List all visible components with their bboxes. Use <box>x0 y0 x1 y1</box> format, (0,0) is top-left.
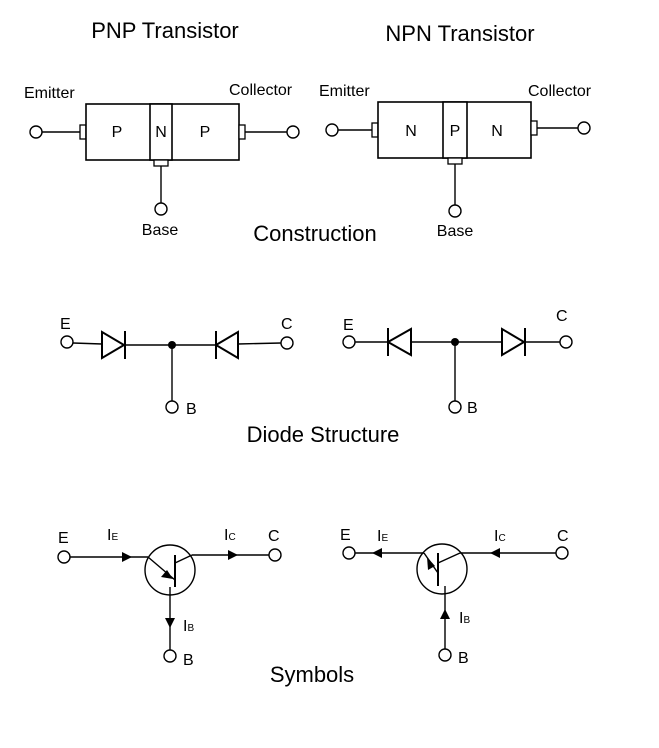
pnp-base-terminal <box>154 202 168 216</box>
npn-diode-c-label: C <box>556 308 568 325</box>
npn-construction-block: Emitter Collector Base N P N <box>319 83 592 240</box>
pnp-region-collector: P <box>200 124 211 141</box>
npn-emitter-label: Emitter <box>319 83 370 100</box>
pnp-symbol-b-label: B <box>183 652 194 669</box>
npn-symbol-c-terminal <box>555 546 569 560</box>
npn-symbol-c-label: C <box>557 528 569 545</box>
npn-emitter-terminal <box>325 123 339 137</box>
npn-symbol-ie-arrow <box>372 548 382 558</box>
pnp-collector-terminal <box>286 125 300 139</box>
npn-collector-contact <box>530 120 538 136</box>
pnp-emitter-contact <box>79 124 87 140</box>
diode-structure-caption: Diode Structure <box>247 422 400 447</box>
pnp-base-label: Base <box>142 222 179 239</box>
pnp-diode-e-terminal <box>60 335 74 349</box>
pnp-construction-block: Emitter Collector Base P N P <box>24 82 300 239</box>
pnp-collector-contact <box>238 124 246 140</box>
pnp-emitter-label: Emitter <box>24 85 75 102</box>
pnp-diode-c-label: C <box>281 316 293 333</box>
pnp-diode-b-terminal <box>165 400 179 414</box>
pnp-region-base: N <box>155 124 167 141</box>
pnp-diode-equivalent: E C B <box>60 316 294 418</box>
pnp-symbol-e-terminal <box>57 550 71 564</box>
pnp-diode-c-wire <box>237 342 282 345</box>
pnp-symbol-c-label: C <box>268 528 280 545</box>
pnp-symbol-ic-arrow <box>228 550 238 560</box>
npn-base-contact <box>447 157 463 165</box>
pnp-collector-label: Collector <box>229 82 293 99</box>
pnp-symbol-ib-arrow <box>165 618 175 628</box>
pnp-symbol-b-terminal <box>163 649 177 663</box>
npn-symbol-collector-leg <box>437 552 461 564</box>
npn-diode-c-terminal <box>559 335 573 349</box>
npn-symbol-emitter-arrow <box>427 557 435 570</box>
npn-symbol-ib-arrow <box>440 609 450 619</box>
npn-symbol-body-circle <box>416 543 468 595</box>
pnp-region-emitter: P <box>112 124 123 141</box>
npn-base-terminal <box>448 204 462 218</box>
pnp-base-contact <box>153 159 169 167</box>
pnp-symbol-ie-arrow <box>122 552 132 562</box>
npn-symbol-ib-label: IB <box>459 610 470 627</box>
pnp-diode-cb-triangle <box>214 330 239 360</box>
npn-collector-terminal <box>577 121 591 135</box>
npn-diode-e-label: E <box>343 317 354 334</box>
npn-base-label: Base <box>437 223 474 240</box>
npn-symbol-ie-label: IE <box>377 528 388 545</box>
npn-symbol: E C B IE IC IB <box>340 527 569 667</box>
npn-symbol-b-terminal <box>438 648 452 662</box>
npn-diode-eb-triangle <box>385 327 412 357</box>
pnp-symbol-ic-label: IC <box>224 527 236 544</box>
npn-base-region <box>442 101 468 159</box>
npn-region-base: P <box>450 123 461 140</box>
npn-diode-b-label: B <box>467 400 478 417</box>
pnp-diode-b-label: B <box>186 401 197 418</box>
pnp-diode-c-terminal <box>280 336 294 350</box>
npn-diode-b-terminal <box>448 400 462 414</box>
npn-symbol-ic-label: IC <box>494 528 506 545</box>
npn-symbol-e-label: E <box>340 527 351 544</box>
construction-caption: Construction <box>253 221 377 246</box>
npn-diode-cb-triangle <box>501 327 526 357</box>
npn-symbol-ic-arrow <box>490 548 500 558</box>
pnp-symbol-collector-leg <box>174 554 193 564</box>
npn-transistor-title: NPN Transistor <box>385 21 534 46</box>
pnp-diode-e-wire <box>72 342 103 345</box>
diode-structure-section: E C B E C B <box>60 308 573 447</box>
npn-emitter-contact <box>371 122 379 138</box>
pnp-transistor-title: PNP Transistor <box>91 18 239 43</box>
npn-region-collector: N <box>491 123 503 140</box>
npn-collector-label: Collector <box>528 83 592 100</box>
construction-section: PNP Transistor NPN Transistor Emitter Co… <box>24 18 592 246</box>
pnp-symbol-ib-label: IB <box>183 618 194 635</box>
symbols-section: E C B IE IC IB E C B IE <box>57 527 569 687</box>
pnp-symbol: E C B IE IC IB <box>57 527 282 669</box>
npn-symbol-e-terminal <box>342 546 356 560</box>
pnp-symbol-e-label: E <box>58 530 69 547</box>
npn-diode-e-terminal <box>342 335 356 349</box>
symbols-caption: Symbols <box>270 662 354 687</box>
pnp-diode-e-label: E <box>60 316 71 333</box>
pnp-symbol-ie-label: IE <box>107 527 118 544</box>
pnp-symbol-c-terminal <box>268 548 282 562</box>
npn-diode-equivalent: E C B <box>342 308 573 417</box>
npn-symbol-b-label: B <box>458 650 469 667</box>
npn-region-emitter: N <box>405 123 417 140</box>
pnp-symbol-emitter-arrow <box>161 570 173 579</box>
pnp-emitter-terminal <box>29 125 43 139</box>
pnp-diode-eb-triangle <box>101 330 126 360</box>
